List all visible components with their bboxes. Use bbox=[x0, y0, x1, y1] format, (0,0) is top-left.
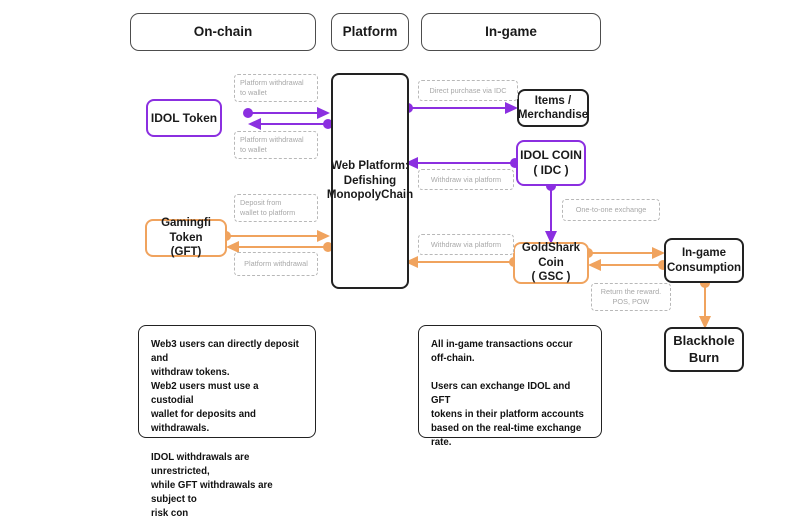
edge-label-withdraw-via-platform-idc: Withdraw via platform bbox=[418, 169, 514, 190]
header-platform: Platform bbox=[331, 13, 409, 51]
edge-label-withdraw-via-platform-gsc: Withdraw via platform bbox=[418, 234, 514, 255]
edge-label-one-to-one-exchange: One-to-one exchange bbox=[562, 199, 660, 221]
node-in-game-consumption[interactable]: In-game Consumption bbox=[664, 238, 744, 283]
edge-label-return-reward: Return the reward. POS, POW bbox=[591, 283, 671, 311]
node-goldshark-coin[interactable]: GoldShark Coin ( GSC ) bbox=[513, 242, 589, 284]
note-right: All in-game transactions occur off-chain… bbox=[418, 325, 602, 448]
edge-label-idol-withdraw-top: Platform withdrawal to wallet bbox=[234, 74, 318, 102]
node-idol-coin[interactable]: IDOL COIN ( IDC ) bbox=[516, 140, 586, 186]
edge-label-direct-purchase: Direct purchase via IDC bbox=[418, 80, 518, 101]
edge-label-gft-withdraw: Platform withdrawal bbox=[234, 252, 318, 276]
header-in-game: In-game bbox=[421, 13, 601, 51]
diagram-canvas: On-chain Platform In-game IDOL Token Gam… bbox=[130, 13, 744, 519]
node-idol-token[interactable]: IDOL Token bbox=[146, 99, 222, 137]
node-blackhole-burn[interactable]: Blackhole Burn bbox=[664, 327, 744, 372]
node-gamingfi-token[interactable]: Gamingfi Token (GFT) bbox=[145, 217, 227, 258]
node-items-merchandise[interactable]: Items / Merchandise bbox=[517, 89, 589, 127]
edge-label-gft-deposit: Deposit from wallet to platform bbox=[234, 194, 318, 222]
node-web-platform[interactable]: Web Platform: Defishing MonopolyChain bbox=[327, 73, 413, 289]
edge-label-idol-withdraw-bottom: Platform withdrawal to wallet bbox=[234, 131, 318, 159]
note-left: Web3 users can directly deposit and with… bbox=[138, 325, 316, 519]
header-on-chain: On-chain bbox=[130, 13, 316, 51]
